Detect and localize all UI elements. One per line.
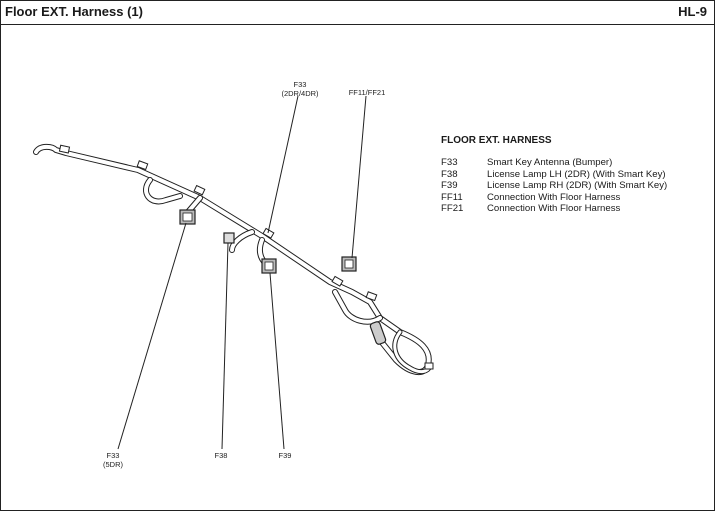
harness-clips [58, 144, 434, 370]
harness-diagram [33, 95, 434, 450]
callout-f33-5dr: F33 (5DR) [103, 451, 123, 469]
callout-ff11-ff21: FF11/FF21 [348, 88, 386, 97]
callout-f38: F38 [214, 451, 228, 460]
legend-title: FLOOR EXT. HARNESS [441, 135, 552, 146]
page-code: HL-9 [678, 4, 707, 19]
connector-f33-2dr-4dr [369, 321, 387, 345]
legend-desc: Connection With Floor Harness [487, 191, 621, 203]
leader-lines [117, 95, 367, 450]
connector-f39 [261, 258, 277, 274]
legend-code: F38 [441, 168, 458, 180]
callout-f39: F39 [278, 451, 292, 460]
legend-desc: Smart Key Antenna (Bumper) [487, 157, 613, 169]
legend-row: F39 License Lamp RH (2DR) (With Smart Ke… [441, 180, 667, 192]
connector-f33-5dr [179, 209, 196, 225]
legend-row: F33 Smart Key Antenna (Bumper) [441, 157, 667, 169]
legend-code: FF21 [441, 203, 464, 215]
connector-f38 [223, 232, 235, 244]
page-title: Floor EXT. Harness (1) [5, 4, 143, 19]
connector-ff11-ff21 [341, 256, 357, 272]
legend: FLOOR EXT. HARNESS F33 Smart Key Antenna… [441, 135, 667, 215]
legend-row: F38 License Lamp LH (2DR) (With Smart Ke… [441, 169, 667, 181]
legend-row: FF11 Connection With Floor Harness [441, 192, 667, 204]
legend-code: FF11 [441, 191, 463, 203]
legend-desc: License Lamp RH (2DR) (With Smart Key) [487, 180, 668, 192]
legend-desc: License Lamp LH (2DR) (With Smart Key) [487, 168, 666, 180]
callout-f33-2dr-4dr: F33 (2DR/4DR) [281, 80, 319, 98]
legend-desc: Connection With Floor Harness [487, 203, 621, 215]
harness-main-trunk [33, 143, 433, 375]
page-header: Floor EXT. Harness (1) HL-9 [0, 0, 715, 25]
legend-row: FF21 Connection With Floor Harness [441, 203, 667, 215]
legend-code: F33 [441, 157, 458, 169]
legend-code: F39 [441, 180, 458, 192]
